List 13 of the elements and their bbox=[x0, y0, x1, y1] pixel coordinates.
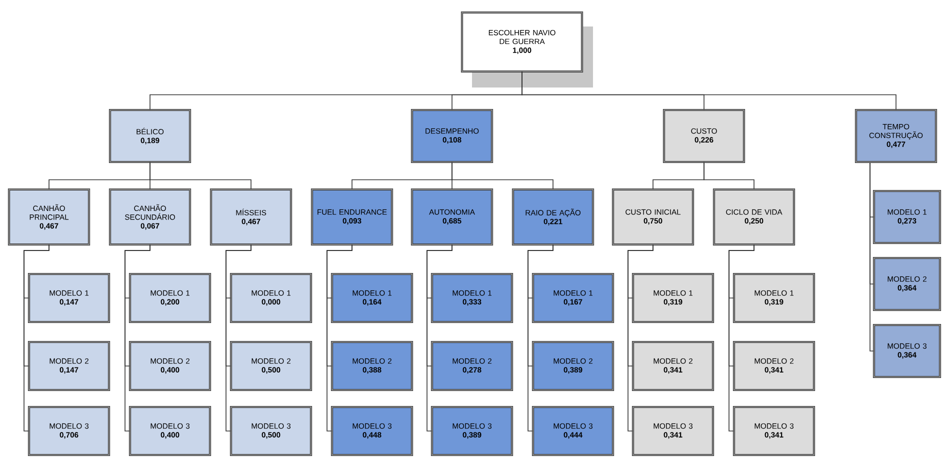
connector bbox=[24, 244, 50, 432]
connector bbox=[226, 244, 252, 432]
connector bbox=[704, 162, 754, 190]
connector bbox=[528, 244, 554, 432]
connector bbox=[522, 71, 896, 110]
connector bbox=[326, 244, 352, 432]
connector bbox=[628, 244, 654, 432]
connector bbox=[124, 244, 150, 432]
connector bbox=[728, 244, 754, 432]
connector bbox=[452, 162, 554, 190]
connector bbox=[150, 162, 252, 190]
connector bbox=[426, 244, 452, 432]
connector bbox=[870, 162, 874, 352]
